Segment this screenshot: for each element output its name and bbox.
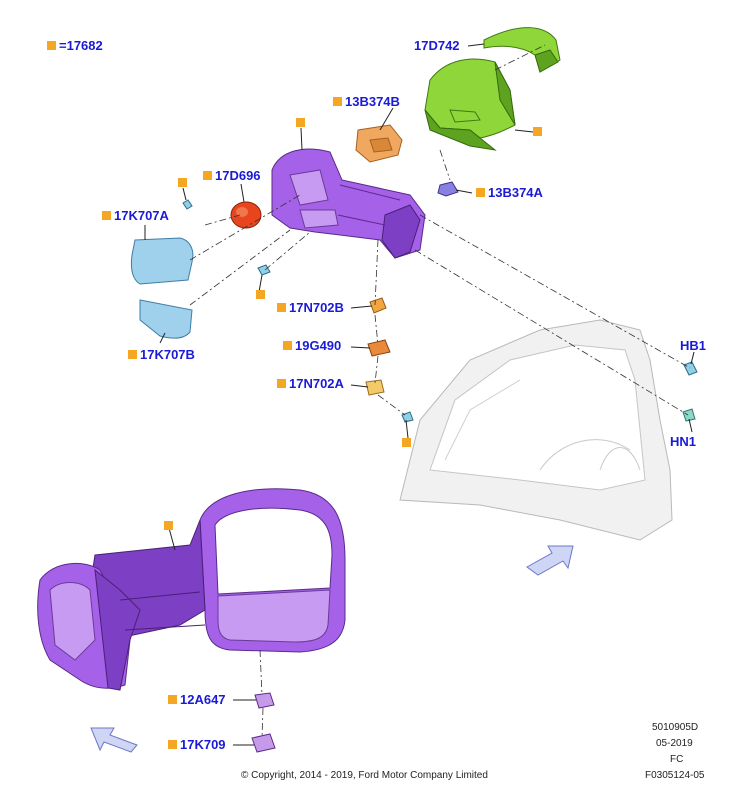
marker-housing-cover	[533, 127, 542, 136]
footer-date: 05-2019	[656, 738, 693, 749]
marker-17K707A	[102, 211, 111, 220]
callout-17K707B: 17K707B	[140, 347, 195, 362]
clip-12A647	[254, 692, 275, 709]
marker-13B374A	[476, 188, 485, 197]
marker-screw-upper	[178, 178, 187, 187]
legend-marker	[47, 41, 56, 50]
footer-ref: F0305124-05	[645, 770, 705, 781]
footer-copyright: © Copyright, 2014 - 2019, Ford Motor Com…	[241, 770, 488, 781]
marker-17K707B	[128, 350, 137, 359]
callout-17D742: 17D742	[414, 38, 460, 53]
mirror-glass-lower	[139, 299, 193, 339]
direction-arrow-left	[90, 727, 138, 753]
callout-17K709: 17K709	[180, 737, 226, 752]
mirror-head-upper	[271, 148, 426, 259]
marker-lower-assembly	[164, 521, 173, 530]
mirror-cap-cover	[483, 27, 561, 73]
clip-17N702A	[365, 379, 385, 396]
marker-top-center	[296, 118, 305, 127]
screw-upper-left	[182, 199, 193, 210]
bracket-part	[355, 124, 403, 163]
bolt-HB1	[683, 361, 698, 376]
marker-19G490	[283, 341, 292, 350]
callout-17N702B: 17N702B	[289, 300, 344, 315]
callout-19G490: 19G490	[295, 338, 341, 353]
mirror-housing-cover	[424, 58, 516, 151]
footer-fc: FC	[670, 754, 684, 765]
mirror-glass-upper	[130, 237, 194, 285]
screw-lower	[401, 411, 414, 423]
marker-17N702A	[277, 379, 286, 388]
marker-12A647	[168, 695, 177, 704]
marker-17D696	[203, 171, 212, 180]
marker-13B374B	[333, 97, 342, 106]
callout-HN1: HN1	[670, 434, 696, 449]
marker-17N702B	[277, 303, 286, 312]
markers	[47, 41, 542, 749]
callout-17N702A: 17N702A	[289, 376, 345, 391]
callout-17D696: 17D696	[215, 168, 261, 183]
clip-13B374A	[437, 181, 459, 197]
callout-13B374A: 13B374A	[488, 185, 544, 200]
callout-labels: =17682 17D742 13B374B 13B374A 17D696 17K…	[59, 38, 706, 752]
marker-17K709	[168, 740, 177, 749]
footer-code: 5010905D	[652, 722, 699, 733]
clip-19G490	[367, 339, 391, 357]
motor-part	[230, 201, 262, 229]
callout-12A647: 12A647	[180, 692, 226, 707]
mirror-assembly-lower	[37, 488, 346, 691]
leader-lines	[144, 43, 695, 746]
marker-screw-middle	[256, 290, 265, 299]
screw-middle	[257, 264, 271, 276]
marker-screw-lower	[402, 438, 411, 447]
clip-17N702B	[369, 297, 387, 314]
assembly-lines	[189, 44, 691, 739]
callout-HB1: HB1	[680, 338, 706, 353]
callout-17K707A: 17K707A	[114, 208, 170, 223]
nut-HN1	[682, 408, 696, 422]
door-frame	[399, 319, 673, 541]
connector-17K709	[251, 733, 276, 753]
callout-13B374B: 13B374B	[345, 94, 400, 109]
legend-text: =17682	[59, 38, 103, 53]
direction-arrow-right	[526, 545, 574, 576]
